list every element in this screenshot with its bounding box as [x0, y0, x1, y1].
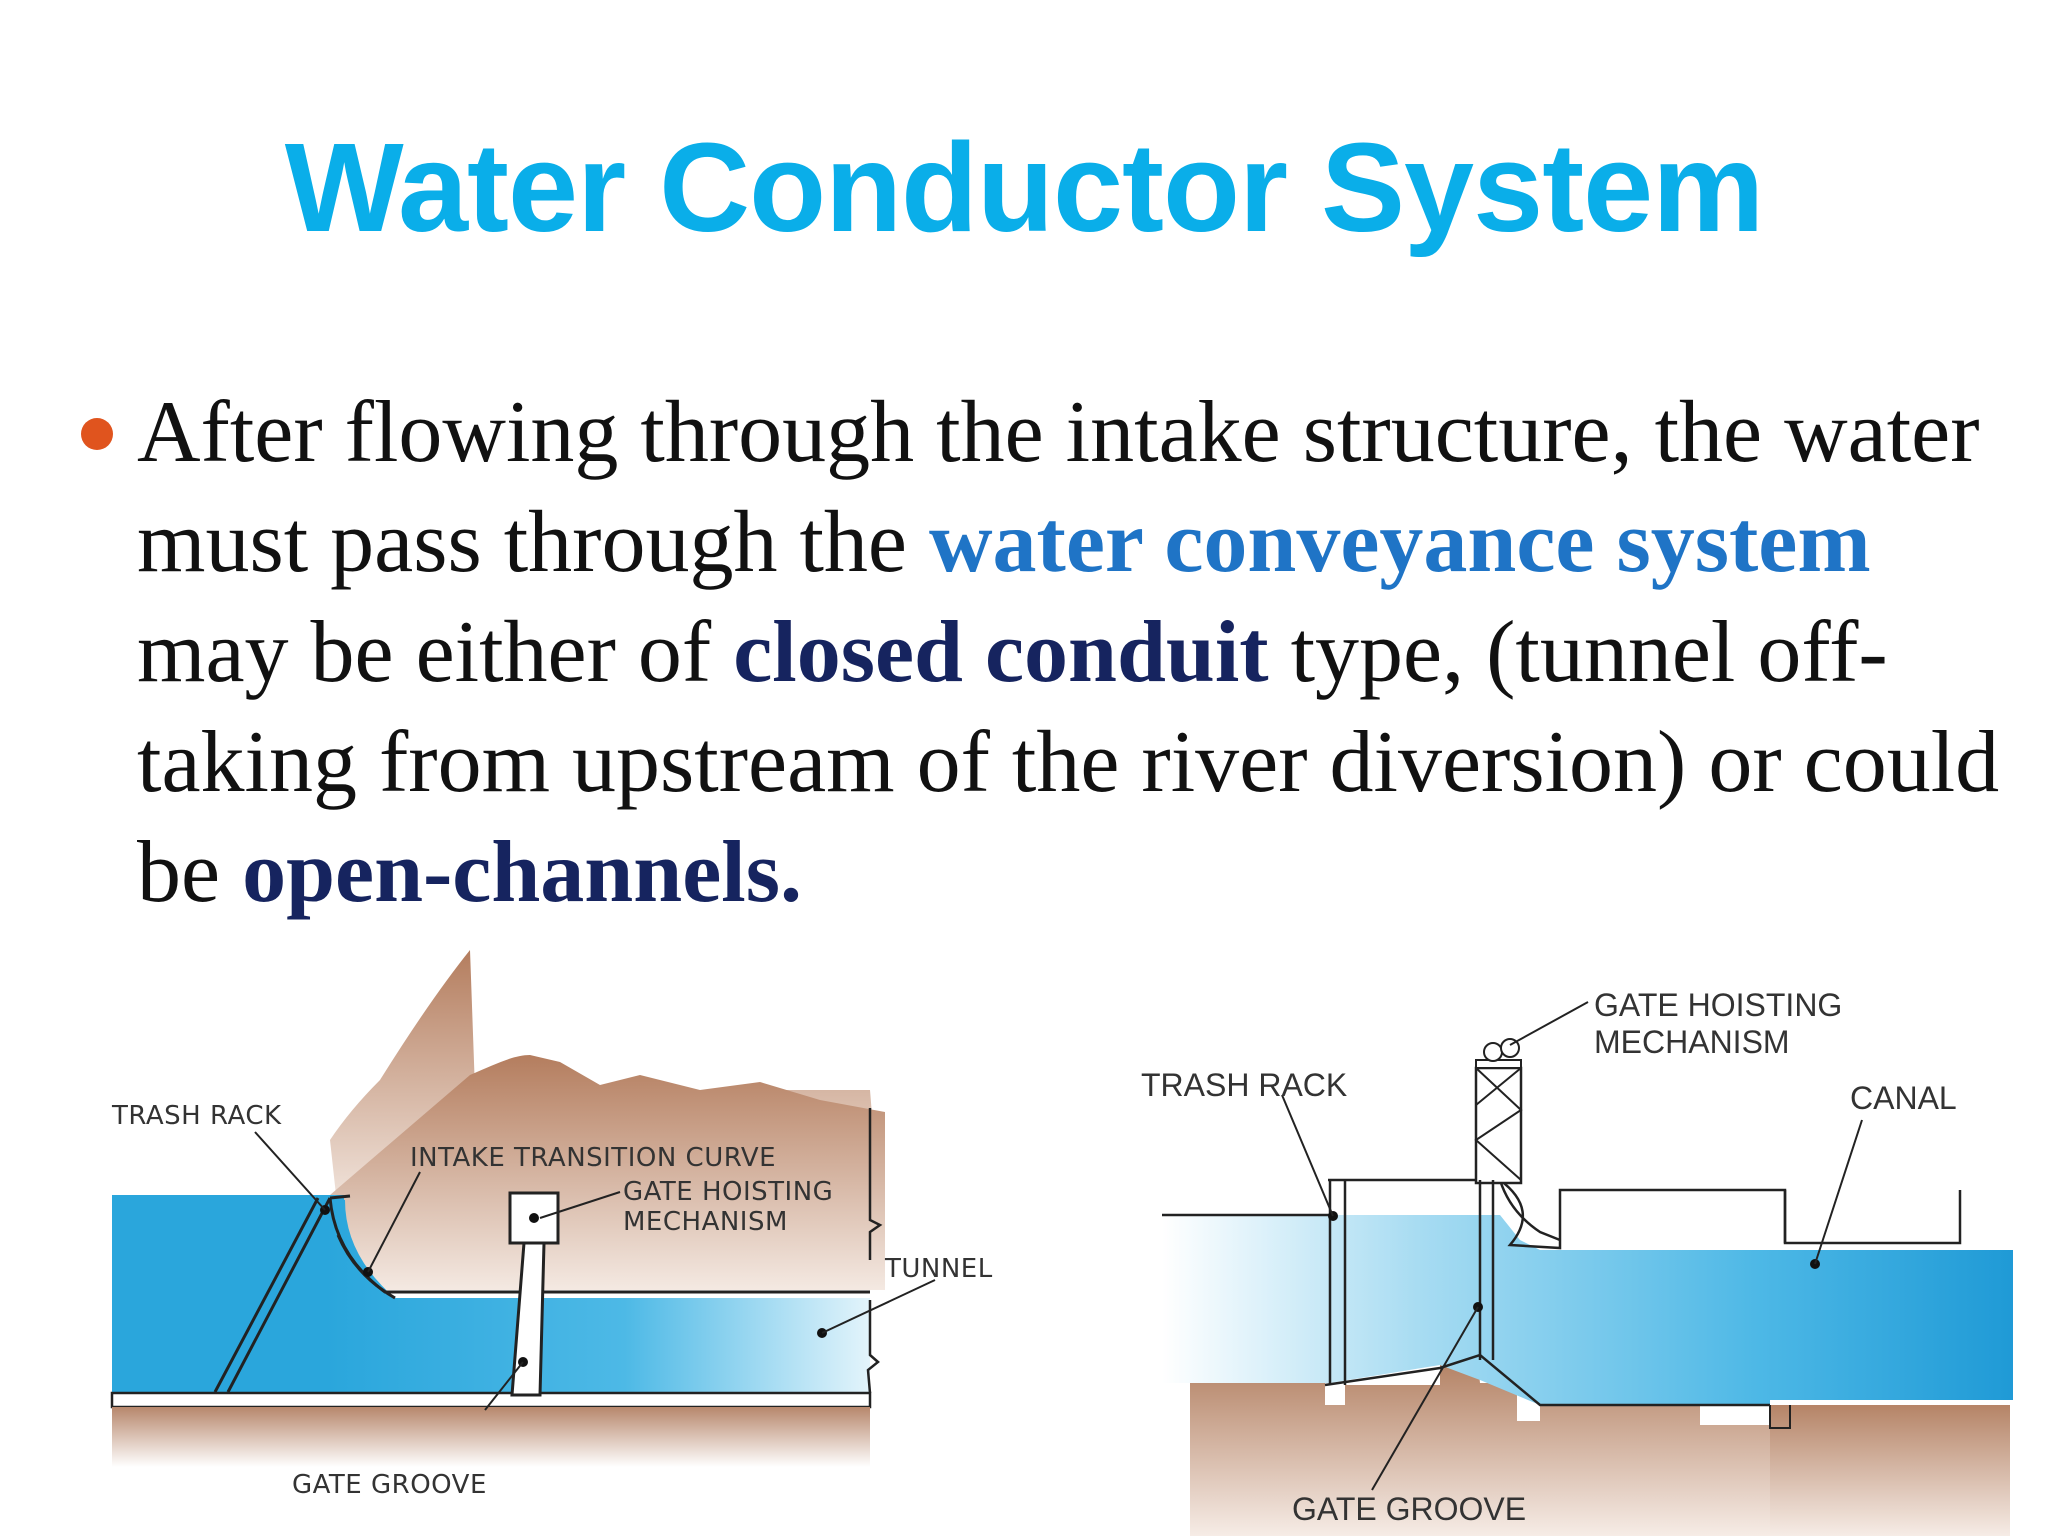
canal-water [1162, 1215, 2013, 1405]
bullet-dot-icon [81, 418, 113, 450]
label-gate-hoisting-right-1: GATE HOISTING [1594, 987, 1842, 1023]
reservoir-water [112, 1195, 344, 1393]
bullet-text: After flowing through the intake structu… [137, 378, 2037, 928]
intake-structure [1328, 1178, 1962, 1250]
label-canal: CANAL [1850, 1080, 1957, 1116]
bullet-text-part1: After flowing through the intake structu… [137, 384, 1980, 591]
highlight-open-channels: open-channels. [242, 824, 802, 921]
label-gate-hoisting-left-1: GATE HOISTING [623, 1177, 833, 1207]
label-tunnel: TUNNEL [884, 1254, 993, 1284]
label-gate-hoisting-right-2: MECHANISM [1594, 1024, 1790, 1060]
canal-intake-diagram: GATE HOISTING MECHANISM TRASH RACK CANAL… [1141, 987, 2013, 1536]
tunnel-transition [336, 1234, 396, 1300]
intake-tunnel-diagram: TRASH RACK INTAKE TRANSITION CURVE GATE … [110, 950, 993, 1500]
slide-title: Water Conductor System [284, 117, 1765, 258]
highlight-water-conveyance: water conveyance system [928, 494, 1871, 591]
label-intake-transition-curve: INTAKE TRANSITION CURVE [410, 1143, 776, 1173]
highlight-closed-conduit: closed conduit [733, 604, 1269, 701]
label-trash-rack-left: TRASH RACK [111, 1101, 282, 1131]
label-trash-rack-right: TRASH RACK [1141, 1067, 1347, 1103]
tunnel-water [325, 1195, 870, 1393]
earth-mass [330, 1055, 885, 1290]
label-gate-groove-left: GATE GROOVE [292, 1470, 487, 1500]
ground-under [112, 1407, 870, 1467]
ground-right [1190, 1365, 1770, 1536]
bullet-text-part3: type, (tunnel off-taking from upstream o… [137, 604, 2000, 921]
label-gate-groove-right: GATE GROOVE [1292, 1491, 1526, 1527]
trash-rack [213, 1197, 320, 1393]
channel-floor [110, 1391, 872, 1409]
bullet-text-part2: may be either of [137, 604, 734, 701]
label-gate-hoisting-left-2: MECHANISM [623, 1207, 788, 1237]
gate-shaft [510, 1241, 546, 1397]
